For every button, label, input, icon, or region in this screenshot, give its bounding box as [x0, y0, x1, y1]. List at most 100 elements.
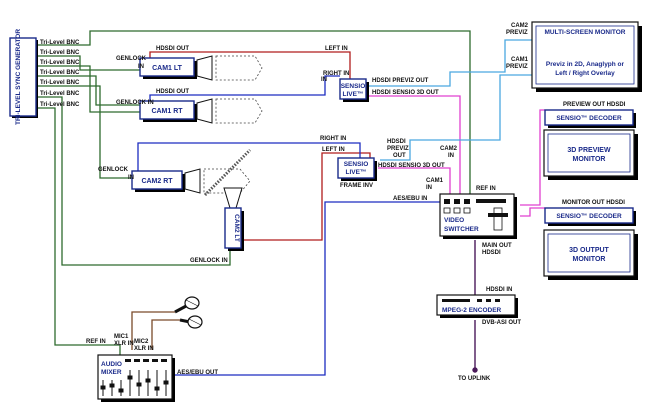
camera-beam-icon [215, 98, 263, 124]
sync-output-2: Tri-Level BNC [40, 50, 80, 56]
mic1-xlr-label: XLR IN [114, 341, 134, 347]
ref-in-cable [38, 107, 121, 355]
cam1-previz-label: CAM1 [511, 57, 529, 63]
camera-beam-icon [203, 168, 251, 194]
cam1lt-hdsdi-out: HDSDI OUT [156, 46, 189, 52]
sensio-3d-cables [368, 95, 545, 217]
in-label-right: IN [321, 77, 327, 83]
switcher-label-2: SWITCHER [444, 226, 479, 233]
sensio-live-2: SENSIO LIVE™ [337, 157, 377, 181]
microphone-icon [174, 296, 200, 314]
ref-in-label-mixer: REF IN [86, 339, 106, 345]
previz-label-2: PREVIZ [387, 146, 409, 152]
camera-cam2-lt: CAM2 LT [223, 187, 244, 251]
multiscreen-title: MULTI-SCREEN MONITOR [544, 29, 625, 36]
camera-cam1-lt: CAM1 LT [139, 55, 263, 81]
in-label-3: IN [128, 175, 134, 181]
fader-icons [100, 370, 169, 396]
preview-monitor-label-2: MONITOR [573, 156, 606, 163]
left-in-label-1: LEFT IN [325, 46, 348, 52]
mic-cables [131, 311, 180, 350]
sensio-suffix-2: LIVE™ [346, 169, 367, 176]
right-cables [137, 75, 440, 376]
sensio-suffix-1: LIVE™ [343, 91, 364, 98]
cam1-in-label-2: IN [426, 185, 432, 191]
mixer-label-2: MIXER [101, 369, 122, 376]
sensio-name-2: SENSIO [344, 161, 369, 168]
sync-output-5: Tri-Level BNC [40, 80, 80, 86]
left-cables [149, 51, 371, 241]
preview-monitor-label-1: 3D PREVIEW [567, 147, 611, 154]
sync-output-7: Tri-Level BNC [40, 102, 80, 108]
cam1-rt-label: CAM1 RT [151, 108, 183, 115]
video-switcher: VIDEO SWITCHER [439, 193, 517, 239]
aes-ebu-in-label: AES/EBU IN [393, 196, 427, 202]
sensio-3d-out-label-1: HDSDI SENSIO 3D OUT [372, 90, 439, 96]
multiscreen-desc-1: Previz in 2D, Anaglyph or [546, 61, 625, 68]
sync-output-1: Tri-Level BNC [40, 40, 80, 46]
sensio-3d-out-label-2: HDSDI SENSIO 3D OUT [378, 163, 445, 169]
camera-cam1-rt: CAM1 RT [139, 98, 263, 124]
mpeg-label: MPEG-2 ENCODER [442, 307, 502, 314]
previz-out-label-1: HDSDI PREVIZ OUT [372, 78, 429, 84]
monitor-out-label: MONITOR OUT HDSDI [562, 200, 625, 206]
left-in-label-2: LEFT IN [322, 147, 345, 153]
lens-icon [196, 55, 213, 81]
genlock-label-3: GENLOCK [98, 167, 129, 173]
in-label-1: IN [138, 64, 144, 70]
cam2-in-label: CAM2 [440, 146, 458, 152]
sensio-live-1: SENSIO LIVE™ [339, 78, 369, 102]
aes-ebu-out-label: AES/EBU OUT [177, 370, 218, 376]
sync-output-6: Tri-Level BNC [40, 91, 80, 97]
lens-icon [196, 98, 213, 124]
main-out-hdsdi-label: HDSDI [482, 250, 501, 256]
preview-monitor: 3D PREVIEW MONITOR [543, 129, 638, 180]
lens-icon [184, 168, 201, 194]
output-monitor-label-2: MONITOR [573, 256, 606, 263]
switcher-label-1: VIDEO [444, 217, 464, 224]
dvb-asi-out-label: DVB-ASI OUT [482, 320, 521, 326]
sensio-name-1: SENSIO [341, 83, 366, 90]
sensio-decoder-preview: SENSIO™ DECODER [544, 109, 636, 128]
mpeg-encoder: MPEG-2 ENCODER [436, 294, 518, 318]
decoder-label-1: SENSIO™ DECODER [556, 115, 622, 122]
right-in-label-1: RIGHT IN [323, 71, 349, 77]
to-uplink-label: TO UPLINK [458, 376, 491, 382]
previz-cables [368, 39, 532, 161]
preview-out-label: PREVIEW OUT HDSDI [563, 102, 626, 108]
cam2-in-label-2: IN [448, 153, 454, 159]
cam1-lt-label: CAM1 LT [152, 65, 183, 72]
camera-cam2-rt: CAM2 RT [131, 168, 251, 194]
decoder-label-2: SENSIO™ DECODER [556, 213, 622, 220]
cam1-previz-label-2: PREVIZ [506, 64, 528, 70]
hdsdi-in-label: HDSDI IN [486, 287, 512, 293]
frame-inv-label: FRAME INV [340, 183, 373, 189]
right-in-label-2: RIGHT IN [320, 136, 346, 142]
mic2-xlr-label: XLR IN [134, 346, 154, 352]
camera-beam-icon [215, 55, 263, 81]
lens-icon [223, 187, 243, 209]
mic2-label: MIC2 [134, 339, 149, 345]
microphone-icon [179, 315, 203, 329]
out-label-2: OUT [393, 153, 406, 159]
cam1rt-hdsdi-out: HDSDI OUT [156, 89, 189, 95]
cam2-lt-label: CAM2 LT [233, 214, 240, 242]
sync-generator: TRI-LEVEL SYNC GENERATOR [9, 29, 38, 125]
cam1-in-label: CAM1 [426, 178, 444, 184]
cam2-rt-label: CAM2 RT [141, 178, 173, 185]
multi-screen-monitor: MULTI-SCREEN MONITOR Previz in 2D, Anagl… [531, 21, 642, 92]
output-monitor: 3D OUTPUT MONITOR [543, 229, 638, 280]
multiscreen-desc-2: Left / Right Overlay [555, 70, 615, 77]
main-out-label: MAIN OUT [482, 243, 512, 249]
sync-output-3: Tri-Level BNC [40, 60, 80, 66]
sensio-decoder-output: SENSIO™ DECODER [544, 207, 636, 226]
genlock-label-1: GENLOCK [116, 56, 147, 62]
ref-in-label-switcher: REF IN [476, 186, 496, 192]
t-bar-icon [493, 207, 503, 231]
genlock-label-2: GENLOCK IN [116, 100, 154, 106]
mixer-label-1: AUDIO [101, 361, 122, 368]
sync-output-4: Tri-Level BNC [40, 70, 80, 76]
uplink-cable [472, 240, 478, 373]
sync-outputs: Tri-Level BNC Tri-Level BNC Tri-Level BN… [40, 40, 80, 108]
